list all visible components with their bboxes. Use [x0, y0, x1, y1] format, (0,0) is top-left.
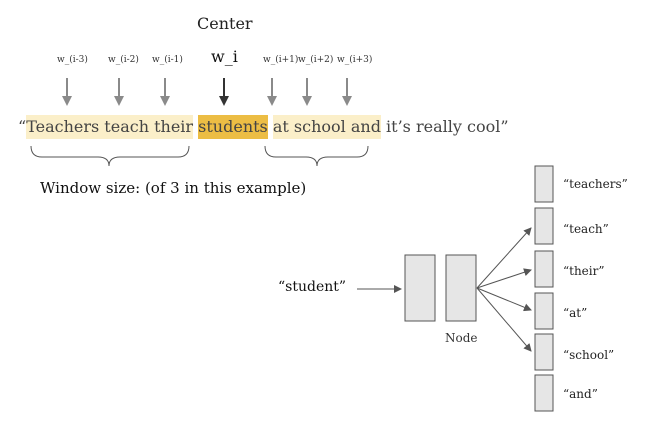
- left-window-brace: [30, 145, 190, 167]
- input-layer-box: [404, 254, 436, 322]
- output-box-teachers: [534, 165, 554, 203]
- output-box-their: [534, 250, 554, 288]
- sentence-open-quote: “: [18, 117, 27, 136]
- context-label-i+3: w_(i+3): [337, 55, 373, 65]
- output-box-at: [534, 292, 554, 330]
- center-title: Center: [197, 14, 253, 33]
- context-label-i-2: w_(i-2): [108, 55, 139, 65]
- center-word: students: [198, 115, 268, 139]
- left-context-words: Teachers teach their: [26, 115, 194, 139]
- output-label-teach: “teach”: [563, 222, 609, 236]
- output-label-school: “school”: [563, 348, 615, 362]
- context-arrows: [62, 78, 352, 106]
- example-sentence: “Teachers teach their students at school…: [18, 115, 509, 139]
- node-label: Node: [445, 331, 478, 345]
- output-label-teachers: “teachers”: [563, 177, 628, 191]
- center-word-symbol: w_i: [211, 47, 238, 66]
- arrow-w-i-1: [160, 78, 170, 106]
- sentence-rest: it’s really cool”: [386, 117, 509, 136]
- right-window-brace: [264, 145, 369, 167]
- output-box-school: [534, 333, 554, 371]
- output-arrows: [476, 227, 532, 352]
- right-context-words: at school and: [272, 115, 381, 139]
- output-box-and: [534, 374, 554, 412]
- output-label-and: “and”: [563, 387, 598, 401]
- input-word-label: “student”: [278, 279, 347, 295]
- context-label-i+2: w_(i+2): [298, 55, 334, 65]
- arrow-w-i-2: [114, 78, 124, 106]
- context-label-i-1: w_(i-1): [152, 55, 183, 65]
- arrow-w-i+2: [302, 78, 312, 106]
- hidden-layer-box: [445, 254, 477, 322]
- context-label-i+1: w_(i+1): [263, 55, 299, 65]
- center-arrow: [219, 78, 229, 106]
- window-size-label: Window size: (of 3 in this example): [40, 179, 307, 197]
- arrow-w-i+1: [267, 78, 277, 106]
- output-box-teach: [534, 207, 554, 245]
- context-label-i-3: w_(i-3): [57, 55, 88, 65]
- output-label-at: “at”: [563, 306, 588, 320]
- arrow-w-i-3: [62, 78, 72, 106]
- output-label-their: “their”: [563, 264, 605, 278]
- arrow-w-i+3: [342, 78, 352, 106]
